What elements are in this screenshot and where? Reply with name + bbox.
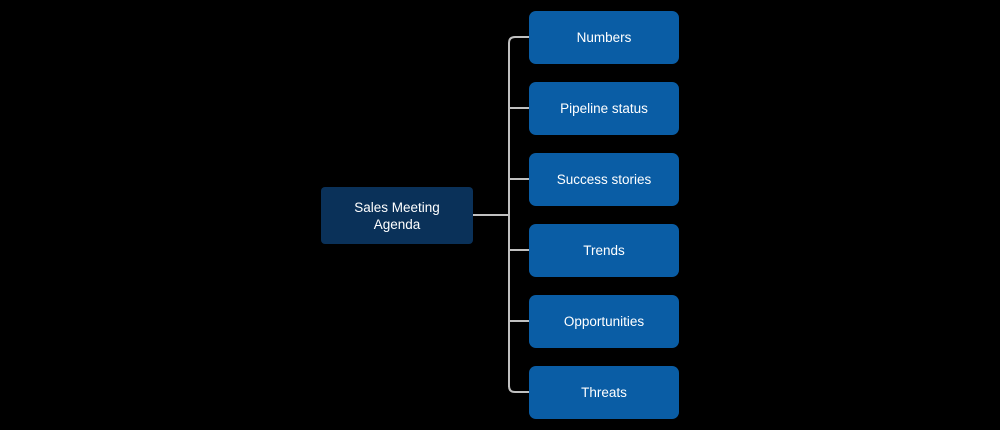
child-node-label: Trends: [583, 243, 625, 258]
root-node-label: Sales Meeting Agenda: [354, 199, 440, 232]
child-node-success-stories[interactable]: Success stories: [529, 153, 679, 206]
child-node-label: Numbers: [576, 30, 632, 45]
child-node-pipeline-status[interactable]: Pipeline status: [529, 82, 679, 135]
child-node-label: Pipeline status: [560, 101, 648, 116]
child-node-label: Success stories: [556, 172, 652, 187]
child-node-numbers[interactable]: Numbers: [529, 11, 679, 64]
connector-branch-0: [508, 36, 529, 44]
child-node-opportunities[interactable]: Opportunities: [529, 295, 679, 348]
child-node-label: Threats: [581, 385, 627, 400]
child-node-trends[interactable]: Trends: [529, 224, 679, 277]
child-node-label: Opportunities: [563, 314, 645, 329]
connector-branch-5: [508, 385, 529, 393]
root-node-sales-meeting-agenda[interactable]: Sales Meeting Agenda: [321, 187, 473, 244]
child-node-threats[interactable]: Threats: [529, 366, 679, 419]
